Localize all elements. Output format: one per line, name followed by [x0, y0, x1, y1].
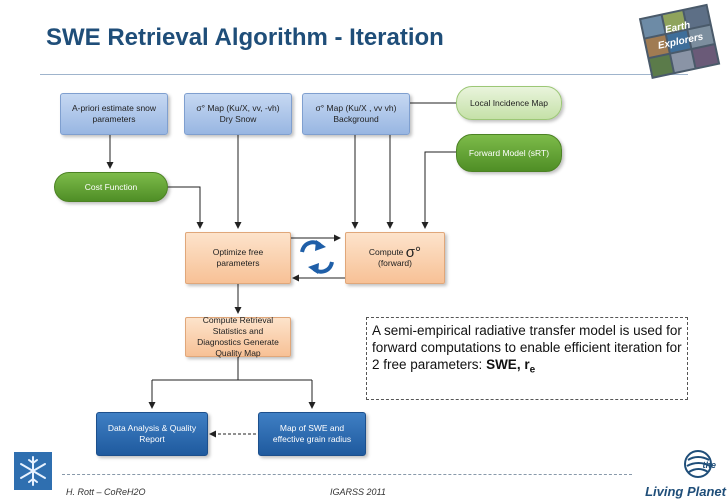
forward-model-box: Forward Model (sRT): [456, 134, 562, 172]
sigma-dry-symbol: σ°: [196, 103, 206, 113]
arrow-cost-to-optimize: [168, 186, 204, 229]
compute-retrieval-box: Compute Retrieval Statistics and Diagnos…: [185, 315, 291, 358]
arrow-forward-to-compute: [421, 151, 456, 229]
snowflake-logo: [14, 452, 52, 490]
sigma-dry-label: Map (Ku/X, vv, -vh) Dry Snow: [207, 103, 280, 124]
earth-explorers-logo: Earth Explorers: [638, 3, 721, 79]
note-text: A semi-empirical radiative transfer mode…: [372, 323, 682, 372]
data-analysis-box: Data Analysis & Quality Report: [96, 412, 208, 456]
footer-divider: [62, 474, 632, 475]
slide-title: SWE Retrieval Algorithm - Iteration: [46, 24, 444, 51]
local-incidence-box: Local Incidence Map: [456, 86, 562, 120]
apriori-estimate-box: A-priori estimate snow parameters: [60, 93, 168, 135]
compute-sigma-symbol: σ°: [405, 244, 422, 261]
footer-author: H. Rott – CoReH2O: [66, 487, 146, 497]
logo-text-the: the: [703, 460, 717, 470]
compute-forward-label: (forward): [377, 258, 412, 268]
forward-model-note: A semi-empirical radiative transfer mode…: [366, 317, 688, 400]
compute-forward-box: Compute σ° (forward): [345, 232, 445, 284]
map-swe-box: Map of SWE and effective grain radius: [258, 412, 366, 456]
cost-function-box: Cost Function: [54, 172, 168, 202]
sigma-background-box: σ° Map (Ku/X , vv vh) Background: [302, 93, 410, 135]
sigma-bg-label: Map (Ku/X , vv vh) Background: [326, 103, 397, 124]
footer-conference: IGARSS 2011: [330, 487, 386, 497]
compute-label: Compute: [368, 247, 404, 257]
logo-text-earth: Earth: [664, 20, 691, 36]
note-bold-subscript: e: [529, 364, 536, 376]
sigma-bg-symbol: σ°: [315, 103, 325, 113]
iteration-cycle-icon: [300, 240, 334, 274]
sigma-dry-snow-box: σ° Map (Ku/X, vv, -vh) Dry Snow: [184, 93, 292, 135]
title-divider: [40, 74, 688, 75]
note-bold-params: SWE, r: [486, 357, 530, 372]
living-planet-logo: the Living Planet: [645, 450, 727, 499]
logo-text-living-planet: Living Planet: [645, 484, 727, 499]
optimize-parameters-box: Optimize free parameters: [185, 232, 291, 284]
